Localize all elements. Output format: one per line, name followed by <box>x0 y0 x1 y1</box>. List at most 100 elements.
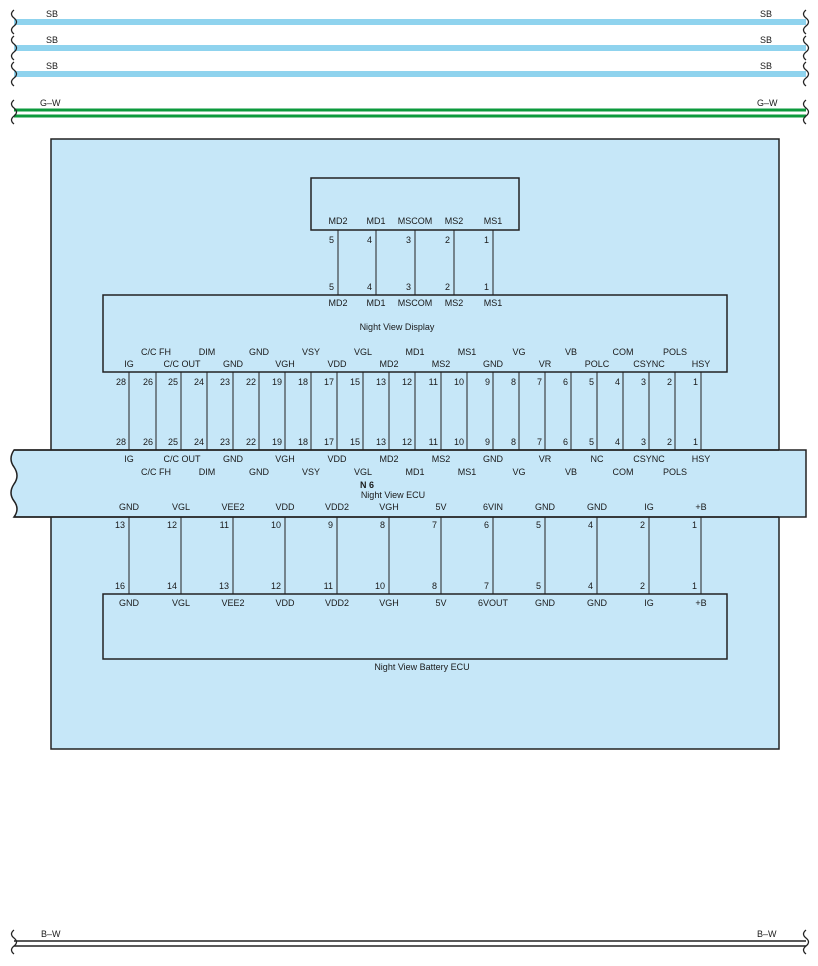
pin-number: 2 <box>667 377 672 387</box>
pin-name: VDD <box>275 502 295 512</box>
pin-name: GND <box>535 502 556 512</box>
wire-label: B–W <box>757 929 777 939</box>
pin-name: MD1 <box>366 298 385 308</box>
pin-number: 6 <box>563 377 568 387</box>
pin-name: VGL <box>354 347 372 357</box>
pin-name: MD2 <box>379 359 398 369</box>
pin-name: 6VIN <box>483 502 503 512</box>
pin-number: 11 <box>324 581 333 591</box>
pin-number: 5 <box>589 437 594 447</box>
pin-name: MS1 <box>484 298 503 308</box>
pin-number: 4 <box>615 377 620 387</box>
wire-bw[interactable]: B–W B–W <box>14 929 806 947</box>
pin-name: VGH <box>379 598 399 608</box>
pin-name: C/C FH <box>141 347 171 357</box>
pin-number: 12 <box>167 520 177 530</box>
pin-name: CSYNC <box>633 359 665 369</box>
pin-name: MD1 <box>405 347 424 357</box>
pin-name: NC <box>591 454 604 464</box>
pin-number: 1 <box>693 377 698 387</box>
pin-number: 7 <box>537 437 542 447</box>
pin-name: MD1 <box>366 216 385 226</box>
pin-name: GND <box>483 359 504 369</box>
pin-number: 26 <box>143 437 153 447</box>
pin-name: 5V <box>435 502 446 512</box>
pin-name: GND <box>223 359 244 369</box>
pin-number: 16 <box>115 581 125 591</box>
pin-name: VSY <box>302 467 320 477</box>
pin-name: VSY <box>302 347 320 357</box>
pin-number: 8 <box>511 377 516 387</box>
pin-name: MD2 <box>379 454 398 464</box>
pin-number: 8 <box>380 520 385 530</box>
pin-number: 7 <box>484 581 489 591</box>
pin-number: 11 <box>429 437 438 447</box>
pin-number: 15 <box>350 437 360 447</box>
pin-name: VG <box>512 347 525 357</box>
pin-number: 4 <box>615 437 620 447</box>
pin-name: MS2 <box>432 454 451 464</box>
wire-label: SB <box>46 35 58 45</box>
pin-number: 1 <box>693 437 698 447</box>
wire-sb-1[interactable]: SB SB <box>14 9 806 25</box>
pin-name: IG <box>124 359 134 369</box>
pin-number: 4 <box>588 520 593 530</box>
wire-sb-3[interactable]: SB SB <box>14 61 806 77</box>
pin-name: VDD <box>275 598 295 608</box>
pin-number: 1 <box>484 282 489 292</box>
pin-number: 4 <box>367 282 372 292</box>
pin-number: 22 <box>246 437 256 447</box>
ecu-code: N 6 <box>360 480 374 490</box>
wire-sb-2[interactable]: SB SB <box>14 35 806 51</box>
pin-number: 23 <box>220 437 230 447</box>
pin-number: 11 <box>220 520 229 530</box>
wire-label: G–W <box>40 98 61 108</box>
pin-number: 18 <box>298 377 308 387</box>
pin-number: 1 <box>692 581 697 591</box>
pin-number: 6 <box>484 520 489 530</box>
pin-number: 4 <box>367 235 372 245</box>
pin-name: POLS <box>663 467 687 477</box>
pin-name: MSCOM <box>398 216 433 226</box>
pin-number: 5 <box>329 282 334 292</box>
pin-number: 9 <box>485 377 490 387</box>
pin-name: VG <box>512 467 525 477</box>
pin-name: VGH <box>275 454 295 464</box>
pin-number: 1 <box>692 520 697 530</box>
pin-name: COM <box>613 467 634 477</box>
pin-number: 3 <box>406 282 411 292</box>
pin-name: VDD2 <box>325 598 349 608</box>
pin-name: DIM <box>199 347 216 357</box>
pin-number: 19 <box>272 437 282 447</box>
pin-name: POLS <box>663 347 687 357</box>
pin-number: 1 <box>484 235 489 245</box>
pin-number: 12 <box>402 377 412 387</box>
wire-label: SB <box>46 61 58 71</box>
pin-name: MS2 <box>445 216 464 226</box>
pin-number: 5 <box>589 377 594 387</box>
pin-name: VGH <box>379 502 399 512</box>
pin-number: 4 <box>588 581 593 591</box>
pin-name: VB <box>565 467 577 477</box>
pin-number: 3 <box>641 377 646 387</box>
pin-name: MS2 <box>445 298 464 308</box>
pin-name: VGH <box>275 359 295 369</box>
pin-name: HSY <box>692 454 711 464</box>
pin-name: IG <box>644 598 654 608</box>
pin-name: GND <box>249 467 270 477</box>
pin-number: 12 <box>271 581 281 591</box>
pin-number: 5 <box>329 235 334 245</box>
pin-number: 24 <box>194 377 204 387</box>
pin-name: IG <box>644 502 654 512</box>
pin-number: 14 <box>167 581 177 591</box>
wire-label: SB <box>760 35 772 45</box>
pin-number: 9 <box>328 520 333 530</box>
pin-name: VR <box>539 454 552 464</box>
battery-ecu-title: Night View Battery ECU <box>374 662 469 672</box>
night-view-ecu-title: Night View ECU <box>361 490 425 500</box>
wire-gw[interactable]: G–W G–W <box>14 98 806 118</box>
pin-name: MS1 <box>458 347 477 357</box>
pin-number: 28 <box>116 437 126 447</box>
pin-number: 13 <box>376 437 386 447</box>
